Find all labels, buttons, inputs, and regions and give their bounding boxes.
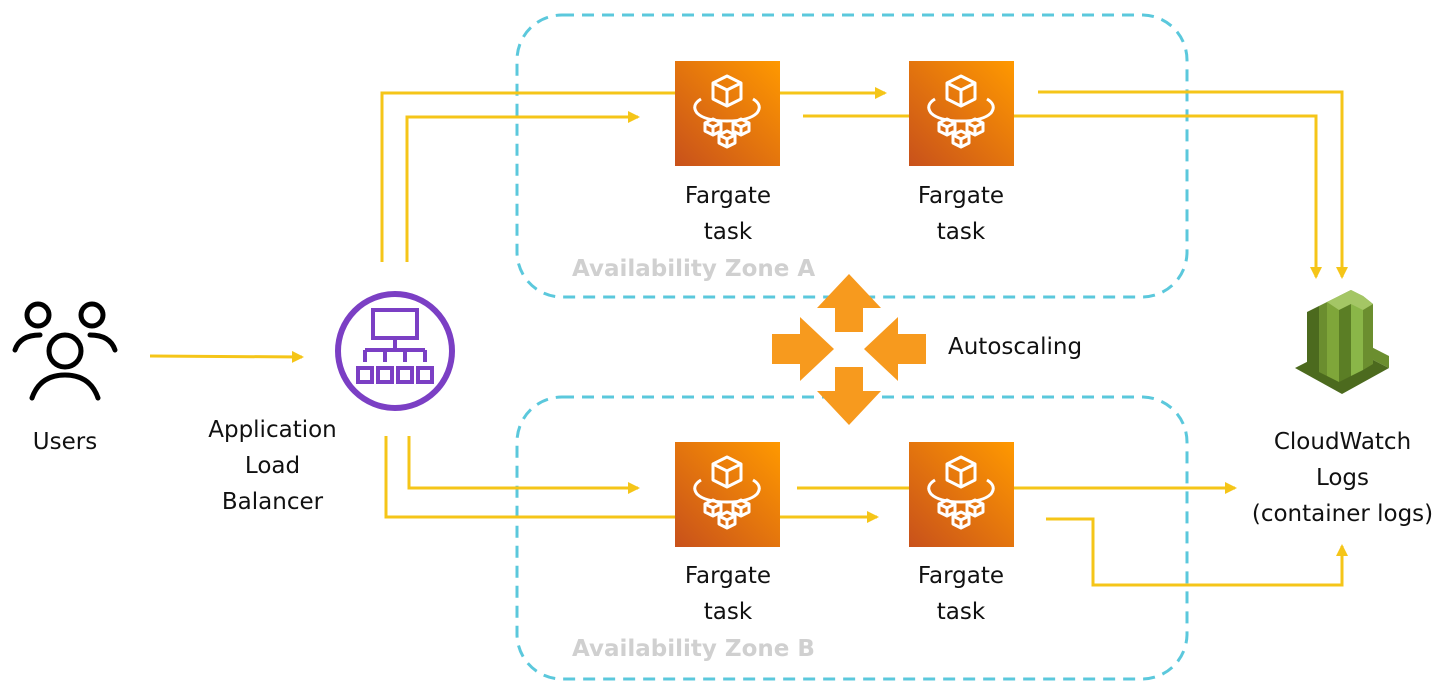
alb-node [332, 288, 458, 414]
fargate-task-icon [927, 455, 995, 530]
fargate-task-a1 [675, 61, 780, 166]
zone-a-label: Availability Zone A [572, 256, 816, 282]
fargate-task-icon [693, 74, 761, 149]
arrow-task-a2-to-cloudwatch [1038, 90, 1348, 279]
fargate-task-a1-label: Fargate task [684, 183, 772, 245]
autoscaling-label: Autoscaling [948, 334, 1083, 360]
users-label: Users [32, 429, 98, 455]
arrow-alb-to-task-a1 [405, 111, 640, 262]
fargate-task-b1 [675, 442, 780, 547]
fargate-task-icon [693, 455, 761, 530]
autoscaling-node [770, 272, 928, 427]
fargate-task-b2 [909, 442, 1014, 547]
users-node [10, 295, 120, 405]
arrow-task-a1-to-cloudwatch [803, 114, 1322, 279]
fargate-task-icon [927, 74, 995, 149]
cloudwatch-logs-icon [1295, 290, 1389, 394]
fargate-task-b2-label: Fargate task [917, 563, 1005, 625]
arrow-users-to-alb [149, 350, 304, 363]
fargate-task-a2 [909, 61, 1014, 166]
arrow-task-b2-to-cloudwatch [1046, 517, 1348, 587]
users-icon [12, 301, 118, 401]
cloudwatch-node [1293, 282, 1391, 397]
autoscaling-arrows-icon [772, 274, 926, 425]
cloudwatch-label: CloudWatch Logs (container logs) [1251, 429, 1434, 527]
application-load-balancer-icon [335, 291, 455, 411]
fargate-task-a2-label: Fargate task [917, 183, 1005, 245]
arrow-alb-to-task-b2 [384, 436, 879, 523]
arrow-alb-to-task-b1 [407, 436, 640, 494]
zone-b-label: Availability Zone B [572, 636, 815, 662]
fargate-task-b1-label: Fargate task [684, 563, 772, 625]
alb-label: Application Load Balancer [208, 417, 337, 515]
